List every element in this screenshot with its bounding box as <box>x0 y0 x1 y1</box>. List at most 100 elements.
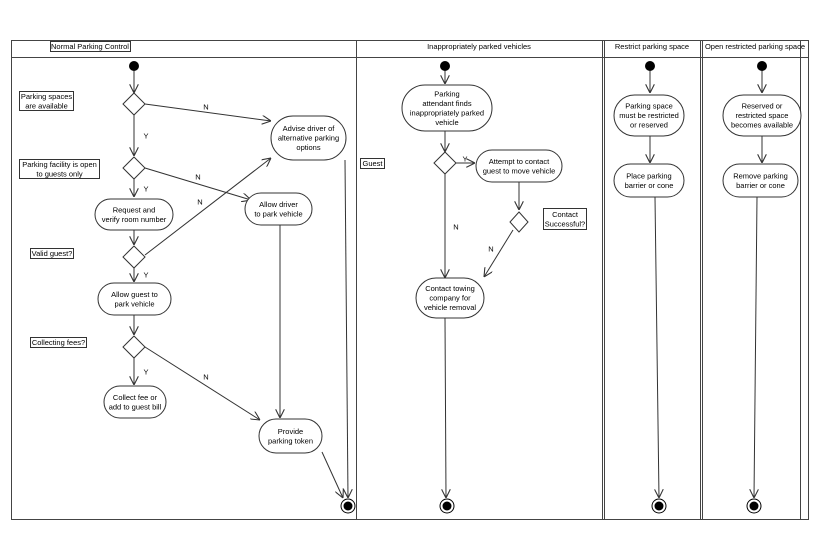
guard-label: N <box>203 373 208 382</box>
note-box <box>30 337 87 348</box>
activity-nodes <box>94 84 802 454</box>
decision-node <box>122 335 146 359</box>
activity-label: verify room number <box>102 215 167 224</box>
lane-title-open: Open restricted parking space <box>705 42 805 51</box>
activity-label: must be restricted <box>619 111 679 120</box>
edge <box>484 229 514 277</box>
initial-node <box>757 61 767 71</box>
activity-label: Attempt to contact <box>489 157 550 166</box>
lane-title-inappropriate: Inappropriately parked vehicles <box>427 42 531 51</box>
guard-label: N <box>195 173 200 182</box>
edge <box>144 158 271 256</box>
activity-label: becomes available <box>731 121 793 130</box>
note-label: Successful? <box>545 219 585 228</box>
final-node <box>651 498 667 514</box>
activity-label: options <box>296 143 320 152</box>
note-box <box>543 208 587 230</box>
edge <box>754 196 757 498</box>
activity-label: Parking space <box>625 102 673 111</box>
guard-label: Y <box>462 155 467 164</box>
activity-box <box>613 163 685 198</box>
final-node <box>340 498 356 514</box>
note-label: Parking facility is open <box>22 160 97 169</box>
guard-label: N <box>488 245 493 254</box>
activity-box <box>475 149 563 183</box>
activity-label: Reserved or <box>742 102 783 111</box>
activity-label: vehicle removal <box>424 303 476 312</box>
activity-box <box>94 198 174 231</box>
activity-label: Place parking <box>626 171 671 180</box>
guard-label: Y <box>143 368 148 377</box>
activity-label: company for <box>429 294 471 303</box>
edge <box>445 317 446 498</box>
activity-label: Allow guest to <box>111 290 158 299</box>
activity-label: attendant finds <box>422 99 471 108</box>
activity-label: vehicle <box>435 118 458 127</box>
note-boxes <box>19 91 587 348</box>
note-label: Contact <box>552 210 579 219</box>
initial-node <box>129 61 139 71</box>
activity-label: to park vehicle <box>254 209 302 218</box>
swimlane-frame <box>11 40 809 520</box>
activity-label: guest to move vehicle <box>483 166 556 175</box>
activity-label: parking token <box>268 436 313 445</box>
activity-label: Remove parking <box>733 171 788 180</box>
note-label: Valid guest? <box>32 249 73 258</box>
guard-label: Y <box>143 185 148 194</box>
activity-box <box>722 163 799 198</box>
activity-box <box>401 84 493 132</box>
activity-label: inappropriately parked <box>410 108 484 117</box>
initial-node <box>440 61 450 71</box>
decision-node <box>122 156 146 180</box>
activity-box <box>722 94 802 137</box>
initial-nodes <box>129 61 767 71</box>
note-label: to guests only <box>36 169 83 178</box>
guard-label: Y <box>143 271 148 280</box>
guard-label: N <box>197 198 202 207</box>
activity-box <box>613 94 685 137</box>
activity-label: Advise driver of <box>283 124 336 133</box>
decision-node <box>509 211 529 233</box>
initial-node <box>645 61 655 71</box>
edge <box>655 196 659 498</box>
activity-box <box>415 277 485 319</box>
activity-label: Request and <box>113 205 156 214</box>
activity-label: Provide <box>278 427 303 436</box>
activity-label: park vehicle <box>114 299 154 308</box>
activity-label: restricted space <box>736 111 789 120</box>
lane-title-normal: Normal Parking Control <box>51 42 129 51</box>
note-box <box>19 91 74 111</box>
note-label: are available <box>25 101 68 110</box>
activity-label: barrier or cone <box>736 181 785 190</box>
note-box <box>360 158 385 169</box>
final-node <box>439 498 455 514</box>
edge <box>321 451 343 498</box>
note-label: Guest <box>362 159 383 168</box>
lane-header-normal: Normal Parking Control <box>50 41 131 52</box>
activity-box <box>258 418 323 454</box>
activity-label: alternative parking <box>278 134 339 143</box>
guard-label: N <box>453 223 458 232</box>
activity-box <box>244 192 313 226</box>
activity-box <box>270 115 347 161</box>
note-box <box>30 248 74 259</box>
activity-box <box>97 282 172 316</box>
final-node <box>746 498 762 514</box>
decision-node <box>433 151 457 175</box>
activity-box <box>103 385 167 419</box>
guard-label: N <box>203 103 208 112</box>
decision-nodes <box>122 92 529 359</box>
guard-label: Y <box>143 132 148 141</box>
activity-label: Collect fee or <box>113 393 158 402</box>
note-label: Parking spaces <box>21 92 73 101</box>
activity-label: Allow driver <box>259 200 298 209</box>
activity-label: or reserved <box>630 121 668 130</box>
note-box <box>19 159 100 179</box>
edge <box>345 159 348 498</box>
note-label: Collecting fees? <box>32 338 85 347</box>
decision-node <box>122 92 146 116</box>
activity-label: barrier or cone <box>625 181 674 190</box>
edges <box>134 71 762 498</box>
